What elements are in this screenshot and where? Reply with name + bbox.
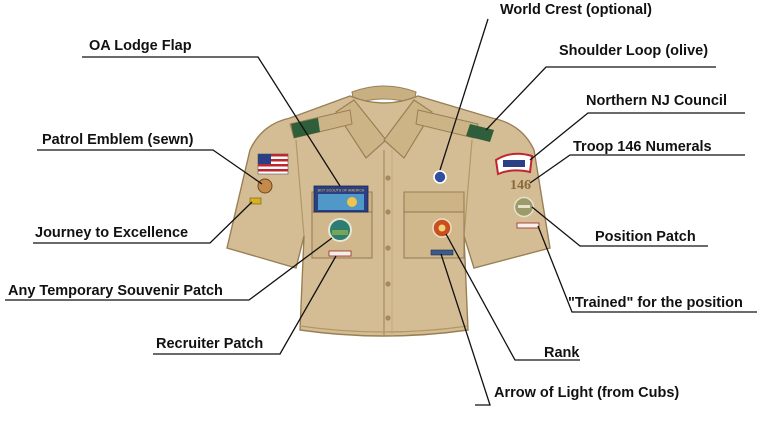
leader-oa-flap [82, 56, 341, 187]
label-rank: Rank [544, 345, 580, 361]
label-patrol-emblem: Patrol Emblem (sewn) [42, 132, 194, 148]
label-position-patch: Position Patch [595, 229, 696, 245]
recruiter-patch [328, 250, 352, 257]
leader-patrol [37, 149, 263, 185]
label-recruiter: Recruiter Patch [156, 336, 264, 352]
flap-text: BOY SCOUTS OF AMERICA [318, 189, 365, 193]
label-oa-lodge-flap: OA Lodge Flap [89, 38, 192, 54]
label-shoulder-loop: Shoulder Loop (olive) [559, 43, 709, 59]
label-troop-numerals: Troop 146 Numerals [573, 139, 712, 155]
oa-lodge-flap-patch: BOY SCOUTS OF AMERICA [313, 185, 369, 213]
leader-lines [5, 18, 757, 406]
leader-souvenir [5, 237, 333, 301]
temporary-souvenir-patch [328, 218, 352, 242]
shoulder-loop-left [291, 118, 320, 138]
leader-arrow-of-light [440, 253, 491, 406]
leader-recruiter [153, 255, 337, 355]
label-souvenir: Any Temporary Souvenir Patch [8, 283, 223, 299]
leader-world-crest [439, 18, 489, 171]
patrol-emblem-patch [257, 178, 273, 194]
leader-trained [537, 225, 757, 313]
label-arrow-of-light: Arrow of Light (from Cubs) [494, 385, 680, 401]
leader-journey [33, 201, 253, 244]
position-patch [513, 196, 535, 218]
leader-position [531, 206, 708, 247]
troop-numerals-patch: 146 [510, 178, 531, 193]
leader-shoulder-loop [485, 66, 716, 131]
arrow-of-light-patch [430, 249, 454, 256]
leader-troop-numerals [529, 154, 745, 184]
rank-patch [432, 218, 452, 238]
shirt [226, 85, 551, 337]
leader-rank [445, 233, 580, 361]
label-council: Northern NJ Council [586, 93, 727, 109]
label-world-crest: World Crest (optional) [500, 2, 652, 18]
trained-patch [516, 222, 540, 229]
label-journey: Journey to Excellence [35, 225, 189, 241]
shirt-body [226, 95, 551, 337]
leader-council [529, 112, 745, 161]
journey-to-excellence-patch [249, 197, 262, 205]
us-flag-patch [257, 153, 289, 175]
world-crest-patch [433, 170, 447, 184]
label-trained: "Trained" for the position [568, 295, 743, 311]
council-patch [494, 152, 534, 176]
